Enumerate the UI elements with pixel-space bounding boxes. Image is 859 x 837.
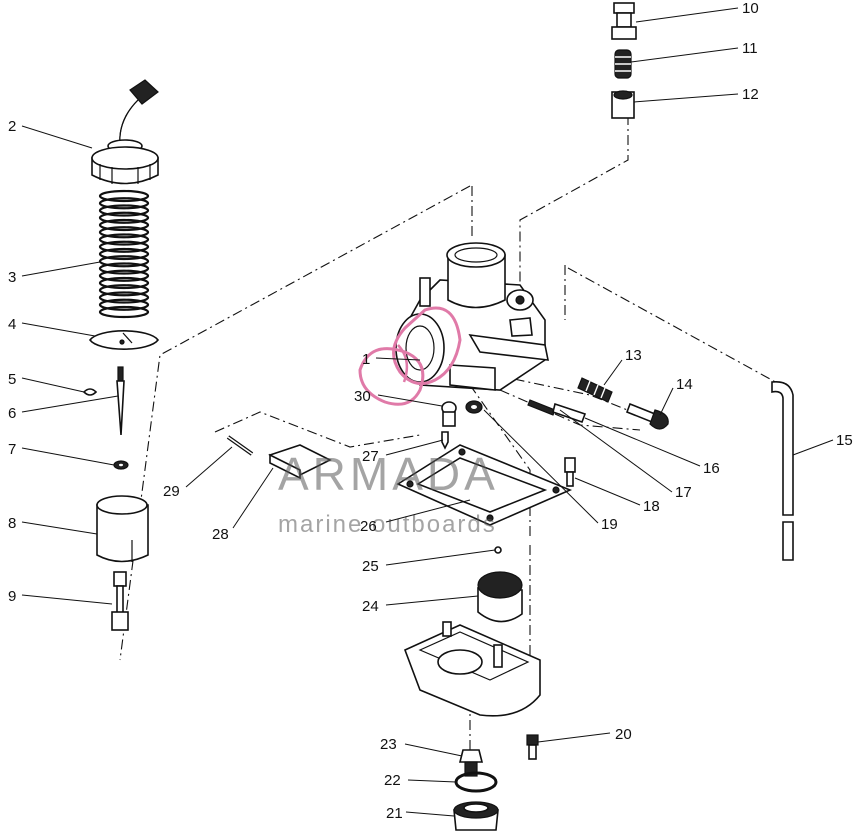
callout-22: 22 (384, 772, 401, 789)
bowl-plug-21 (453, 801, 499, 831)
callout-6: 6 (8, 405, 16, 422)
callout-30: 30 (354, 388, 371, 405)
callout-21: 21 (386, 805, 403, 822)
bowl-screw-18 (564, 457, 576, 487)
callout-16: 16 (703, 460, 720, 477)
spring-coil (98, 262, 150, 275)
spring-plate (89, 330, 159, 350)
callout-2: 2 (8, 118, 16, 135)
bowl-screw-20 (526, 734, 539, 760)
pilot-screw (527, 399, 587, 424)
jet-needle (116, 366, 125, 436)
callout-19: 19 (601, 516, 618, 533)
callout-3: 3 (8, 269, 16, 286)
spring-coil (98, 298, 150, 311)
armada-logo-icon (358, 306, 462, 406)
float-pin (226, 435, 254, 456)
vent-tube (771, 380, 794, 561)
spring-coil (98, 211, 150, 224)
callout-7: 7 (8, 441, 16, 458)
callout-labels: 1 2 3 4 5 6 7 8 9 10 11 12 13 14 15 16 1… (8, 0, 853, 822)
float (477, 571, 523, 623)
float-bowl-gasket (396, 444, 573, 526)
spring-coil (98, 269, 150, 282)
spring-coil (98, 284, 150, 297)
spring-coil (98, 305, 150, 319)
spring-coil (98, 240, 150, 253)
throttle-stop-screw (625, 402, 669, 430)
spring-coil (98, 204, 150, 217)
needle-washer (113, 460, 129, 470)
spring-coil (98, 233, 150, 246)
spring-coil (98, 291, 150, 304)
callout-5: 5 (8, 371, 16, 388)
throttle-spring (98, 189, 150, 319)
fitting-cap (611, 90, 635, 119)
watermark-brand: ARMADA (278, 448, 499, 500)
callout-8: 8 (8, 515, 16, 532)
armada-watermark: ARMADA marine outboards (278, 306, 499, 538)
callout-13: 13 (625, 347, 642, 364)
float-bowl (403, 621, 541, 717)
spring-coil (98, 197, 150, 210)
callout-12: 12 (742, 86, 759, 103)
spring-coil (98, 276, 150, 290)
watermark-tagline: marine outboards (278, 511, 497, 538)
top-cap-assembly (91, 79, 159, 185)
fuel-fitting-top (611, 2, 637, 40)
spring-coil (98, 226, 150, 239)
spring-coil (98, 218, 150, 232)
callout-1: 1 (362, 351, 370, 368)
callout-28: 28 (212, 526, 229, 543)
pilot-screw-spring (577, 377, 613, 403)
leader-lines (21, 7, 834, 817)
idle-adjust-screw (111, 571, 129, 631)
needle-clip (82, 388, 98, 396)
callout-20: 20 (615, 726, 632, 743)
spring-coil (98, 247, 150, 261)
callout-4: 4 (8, 316, 16, 333)
throttle-valve (96, 495, 149, 563)
spring-coil (98, 189, 150, 203)
callout-15: 15 (836, 432, 853, 449)
float-ball (494, 546, 502, 554)
callout-14: 14 (676, 376, 693, 393)
callout-18: 18 (643, 498, 660, 515)
callout-25: 25 (362, 558, 379, 575)
callout-10: 10 (742, 0, 759, 17)
callout-9: 9 (8, 588, 16, 605)
small-spring (614, 49, 632, 79)
jet-washer (465, 400, 483, 414)
callout-27: 27 (362, 448, 379, 465)
callout-26: 26 (360, 518, 377, 535)
callout-11: 11 (742, 40, 758, 57)
main-jet (441, 401, 457, 427)
callout-24: 24 (362, 598, 379, 615)
float-arm (268, 444, 332, 480)
callout-29: 29 (163, 483, 180, 500)
spring-coil (98, 255, 150, 268)
callout-17: 17 (675, 484, 692, 501)
callout-23: 23 (380, 736, 397, 753)
